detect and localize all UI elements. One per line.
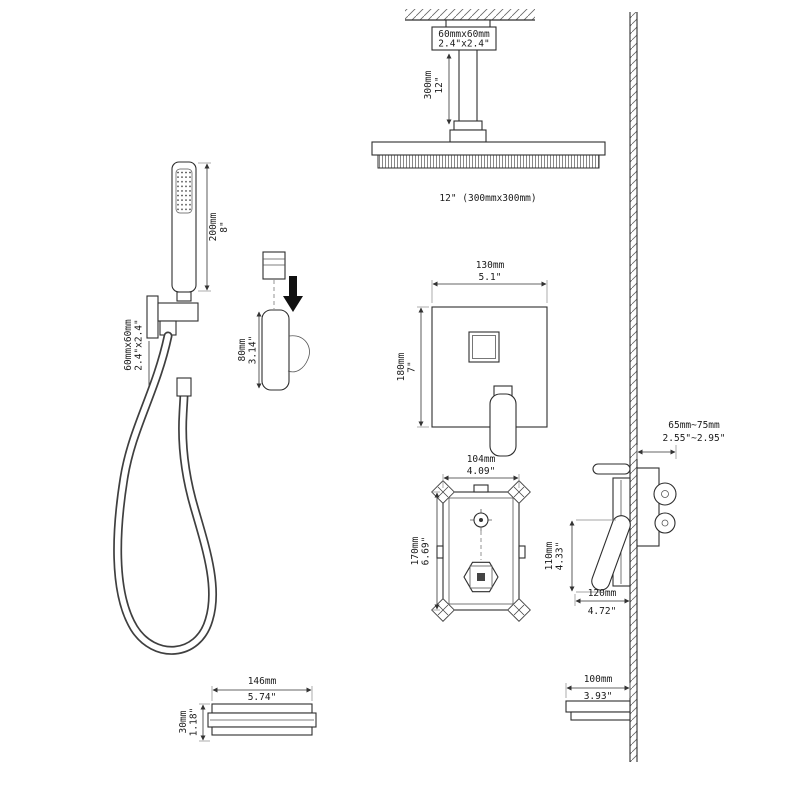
arm-ball-joint	[449, 129, 487, 143]
valve-knob-bottom	[654, 512, 676, 534]
wall-holder-body	[261, 309, 290, 391]
wand-spray-face	[175, 168, 193, 214]
dim-bracket-mm: 60mmx60mm	[123, 319, 134, 371]
wall-hatch	[630, 12, 637, 762]
wall-bar-bottom	[570, 711, 631, 721]
dim-valve-width-mm: 104mm	[467, 454, 496, 465]
dim-bracket-in: 2.4"x2.4"	[134, 319, 145, 370]
bracket-arm	[157, 302, 199, 322]
dim-depth-mm: 65mm~75mm	[668, 420, 720, 431]
dim-holder-in: 3.14"	[248, 336, 259, 365]
dim-bar-length-in: 5.74"	[248, 692, 277, 703]
valve-knob-top	[653, 482, 677, 506]
dim-valve-width-in: 4.09"	[467, 466, 496, 477]
dim-flange-in: 2.4"x2.4"	[438, 39, 489, 50]
cartridge-square	[469, 565, 493, 589]
handheld-shower-assembly: 200mm 8" 60mmx60mm 2.4"x2.4"	[113, 161, 230, 655]
dim-bar-height-in: 1.18"	[189, 708, 200, 737]
dim-valve-height-in: 6.69"	[421, 537, 432, 566]
holder-connector	[262, 251, 286, 280]
valve-body-side	[636, 467, 660, 547]
wall-side-view-assembly: 110mm 4.33" 120mm 4.72" 65mm~75mm 2.55"~…	[544, 12, 725, 762]
dim-arm-in: 12"	[434, 76, 445, 93]
arm-connector-nut	[453, 120, 483, 131]
dim-wand-in: 8"	[219, 221, 230, 232]
dim-trim-height-mm: 180mm	[396, 352, 407, 381]
ceiling-hatch	[405, 9, 535, 20]
down-arrow-icon	[283, 276, 303, 312]
wall-bar-assembly: 100mm 3.93"	[565, 674, 631, 721]
wall-bar-top	[565, 700, 631, 713]
hose-end-connector	[176, 377, 192, 397]
valve-knob-top-center	[661, 490, 669, 498]
valve-side-port-left	[436, 545, 444, 559]
dim-side-width-in: 4.72"	[588, 606, 617, 617]
dim-trim-width-mm: 130mm	[476, 260, 505, 271]
dim-side-height-mm: 110mm	[544, 541, 555, 570]
rain-shower-head	[371, 141, 606, 156]
ceiling-mount-assembly: 60mmx60mm 2.4"x2.4" 300mm 12" 12" (300mm…	[371, 9, 606, 204]
wand-inlet	[176, 291, 192, 302]
slide-bar-assembly: 146mm 5.74" 30mm 1.18"	[178, 676, 317, 742]
holder-clip-assembly: 80mm 3.14"	[237, 251, 310, 391]
side-diverter-rod	[592, 463, 631, 475]
valve-side-port-right	[518, 545, 526, 559]
dim-bar-length-mm: 146mm	[248, 676, 277, 687]
valve-knob-bottom-center	[661, 519, 669, 527]
dim-depth-in: 2.55"~2.95"	[663, 433, 726, 444]
nozzle-face	[377, 154, 600, 169]
diverter-screw-center	[479, 518, 483, 522]
slide-bar-top	[211, 703, 313, 714]
dim-trim-height-in: 7"	[407, 361, 418, 372]
valve-body-inner	[448, 497, 514, 605]
shower-hose-outline	[113, 331, 218, 655]
rough-in-valve-assembly: 104mm 4.09" 170mm 6.69"	[410, 454, 531, 622]
dim-wall-bar-in: 3.93"	[584, 691, 613, 702]
shower-hose	[114, 333, 216, 654]
diverter-button	[468, 331, 500, 363]
diverter-button-inner	[472, 335, 496, 359]
dim-flange-mm: 60mmx60mm	[438, 29, 490, 40]
flange-size-label-box	[431, 26, 497, 51]
dim-side-width-mm: 120mm	[588, 588, 617, 599]
dim-arm-mm: 300mm	[423, 70, 434, 99]
dim-valve-height-mm: 170mm	[410, 536, 421, 565]
side-handle-lever	[591, 515, 631, 591]
dim-bar-height-mm: 30mm	[178, 710, 189, 733]
dim-wand-mm: 200mm	[208, 212, 219, 241]
slide-bar-bottom	[211, 726, 313, 736]
holder-hook	[287, 335, 310, 373]
trim-handle	[489, 393, 517, 457]
bracket-wall-plate	[146, 295, 159, 339]
dim-head-size: 12" (300mmx300mm)	[439, 193, 536, 204]
cartridge-stem	[477, 573, 485, 581]
valve-trim-assembly: 130mm 5.1" 180mm 7"	[396, 260, 548, 457]
valve-top-port	[473, 484, 489, 493]
dim-trim-width-in: 5.1"	[479, 272, 502, 283]
dim-side-height-in: 4.33"	[555, 542, 566, 571]
dim-wall-bar-mm: 100mm	[584, 674, 613, 685]
dim-holder-mm: 80mm	[237, 338, 248, 361]
